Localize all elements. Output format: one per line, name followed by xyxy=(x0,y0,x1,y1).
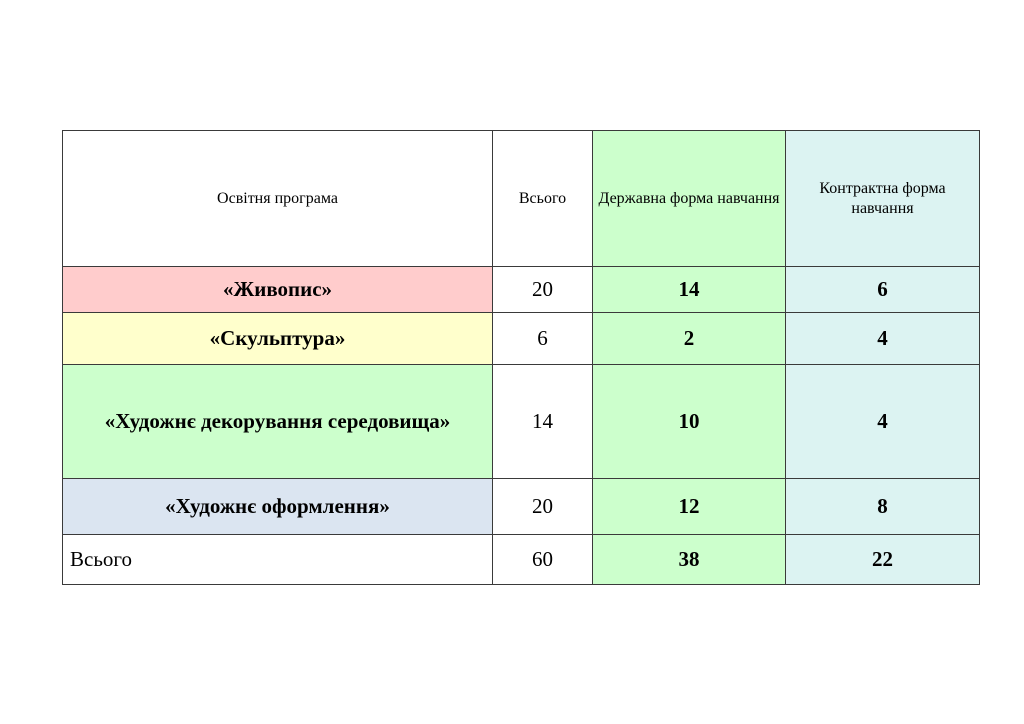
header-contract: Контрактна форма навчання xyxy=(785,130,980,267)
state-cell: 14 xyxy=(592,266,786,313)
table-row: «Художнє декорування середовища» 14 10 4 xyxy=(62,364,980,479)
program-cell: «Скульптура» xyxy=(62,312,493,365)
totals-contract: 22 xyxy=(785,534,980,585)
totals-total: 60 xyxy=(492,534,593,585)
contract-cell: 4 xyxy=(785,364,980,479)
table-row: «Скульптура» 6 2 4 xyxy=(62,312,980,365)
header-state: Державна форма навчання xyxy=(592,130,786,267)
total-cell: 20 xyxy=(492,266,593,313)
program-cell: «Живопис» xyxy=(62,266,493,313)
state-cell: 10 xyxy=(592,364,786,479)
total-cell: 14 xyxy=(492,364,593,479)
total-cell: 6 xyxy=(492,312,593,365)
state-cell: 2 xyxy=(592,312,786,365)
header-program: Освітня програма xyxy=(62,130,493,267)
contract-cell: 4 xyxy=(785,312,980,365)
totals-row: Всього 60 38 22 xyxy=(62,534,980,585)
contract-cell: 6 xyxy=(785,266,980,313)
table-header-row: Освітня програма Всього Державна форма н… xyxy=(62,130,980,267)
enrollment-table: Освітня програма Всього Державна форма н… xyxy=(62,130,980,585)
contract-cell: 8 xyxy=(785,478,980,535)
table-row: «Художнє оформлення» 20 12 8 xyxy=(62,478,980,535)
header-total: Всього xyxy=(492,130,593,267)
totals-state: 38 xyxy=(592,534,786,585)
table-row: «Живопис» 20 14 6 xyxy=(62,266,980,313)
totals-label: Всього xyxy=(62,534,493,585)
state-cell: 12 xyxy=(592,478,786,535)
program-cell: «Художнє декорування середовища» xyxy=(62,364,493,479)
total-cell: 20 xyxy=(492,478,593,535)
program-cell: «Художнє оформлення» xyxy=(62,478,493,535)
